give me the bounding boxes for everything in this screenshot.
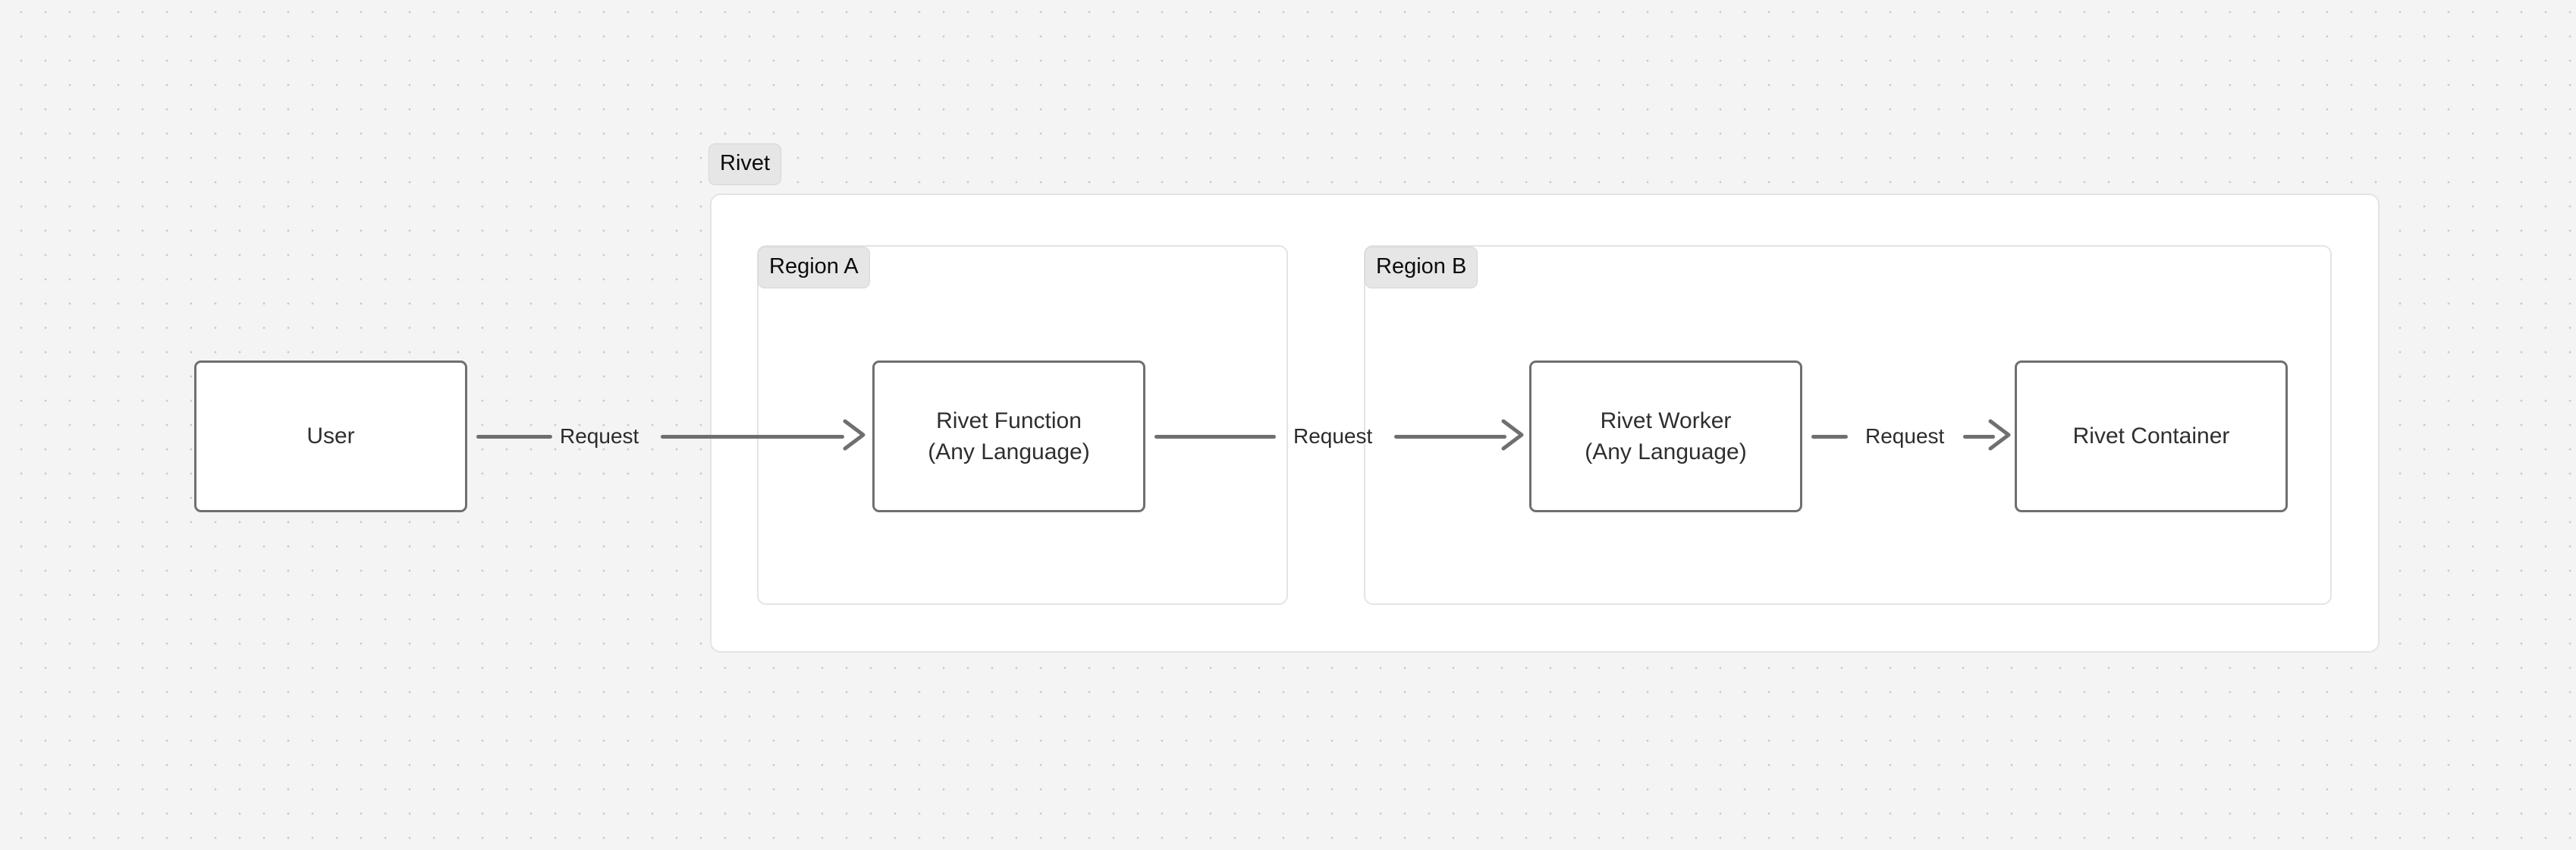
edge-rivet-function-to-rivet-worker-segment <box>1394 435 1506 439</box>
edge-label-request-2: Request <box>1293 424 1373 448</box>
edge-rivet-worker-to-rivet-container-segment <box>1963 435 1995 439</box>
node-rivet-function-label-line2: (Any Language) <box>928 439 1090 464</box>
edge-user-to-rivet-function-segment <box>661 435 844 439</box>
node-user[interactable]: User <box>194 360 467 512</box>
edge-rivet-function-to-rivet-worker-segment <box>1154 435 1276 439</box>
edge-rivet-worker-to-rivet-container-segment <box>1811 435 1848 439</box>
node-rivet-container-label: Rivet Container <box>2072 423 2230 449</box>
edge-label-request-3: Request <box>1865 424 1945 448</box>
node-rivet-function-label-line1: Rivet Function <box>936 408 1082 433</box>
node-rivet-worker-label-line1: Rivet Worker <box>1600 408 1732 433</box>
arrowhead-icon <box>1986 417 2019 453</box>
edge-label-request-1: Request <box>560 424 639 448</box>
edge-user-to-rivet-function-segment <box>476 435 552 439</box>
node-rivet-function[interactable]: Rivet Function (Any Language) <box>872 360 1145 512</box>
arrowhead-icon <box>840 417 874 453</box>
group-label-region-a: Region A <box>758 247 870 288</box>
node-rivet-worker[interactable]: Rivet Worker (Any Language) <box>1529 360 1802 512</box>
node-rivet-worker-label-line2: (Any Language) <box>1585 439 1747 464</box>
node-rivet-container[interactable]: Rivet Container <box>2015 360 2288 512</box>
arrowhead-icon <box>1499 417 1532 453</box>
group-label-rivet: Rivet <box>708 143 782 185</box>
node-user-label: User <box>306 423 355 449</box>
group-label-region-b: Region B <box>1365 247 1478 288</box>
